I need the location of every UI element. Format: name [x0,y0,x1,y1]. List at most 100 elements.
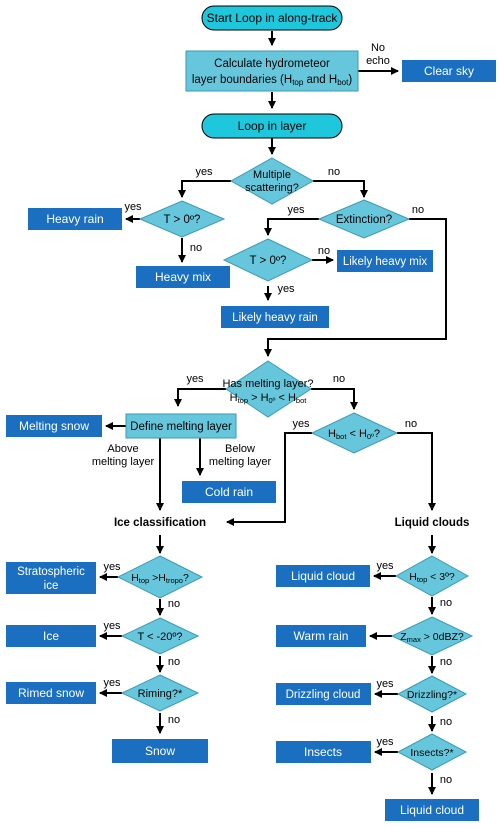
rimed-snow-text: Rimed snow [18,686,84,700]
cold-rain-node: Cold rain [182,481,276,503]
define-melting-text: Define melting layer [130,421,232,433]
t0left-no-label: no [190,242,202,254]
riming-no-label: no [168,714,180,726]
above-label-1: Above [107,443,138,455]
arrow-ms-yes [178,180,231,198]
ms-line2: scattering? [245,182,299,194]
no-echo-label-1: No [371,42,385,54]
hbot-yes-label: yes [292,418,310,430]
t-lt-minus20-decision: T < -20º? [120,617,200,655]
loop-in-layer-node: Loop in layer [201,113,343,139]
liquid-clouds-heading: Liquid clouds [395,517,470,529]
hbot-lt-h0-decision: Hbot < H0º? [310,412,399,454]
heavy-mix-node: Heavy mix [136,266,230,288]
zmax-no-label: no [440,656,452,668]
drizzling-text: Drizzling?* [407,689,457,701]
insects-no-label: no [440,774,452,786]
riming-decision: Riming?* [120,674,200,712]
drizzling-yes-label: yes [376,678,394,690]
likely-heavy-mix-text: Likely heavy mix [343,256,428,268]
multiple-scattering-decision: Multiple scattering? [229,157,315,205]
heavy-rain-node: Heavy rain [28,208,122,230]
calc-line2: layer boundaries (Htop and Hbot) [192,74,353,87]
has-melting-line1: Has melting layer? [222,378,313,390]
drizzling-cloud-node: Drizzling cloud [276,683,371,705]
drizzling-no-label: no [440,716,452,728]
tropo-no-label: no [168,598,180,610]
connectors [99,31,447,795]
arrow-ms-no [313,180,368,198]
ext-yes-label: yes [287,204,305,216]
insects-decision: Insects?* [396,733,468,771]
zmax-text: Zmax > 0dBZ? [400,631,464,644]
arrow-ext-yes [264,218,319,236]
hm-no-label: no [333,373,345,385]
t0mid-no-label: no [318,245,330,257]
hm-yes-label: yes [186,373,204,385]
insects-node: Insects [276,741,371,763]
rimed-snow-node: Rimed snow [6,682,96,704]
riming-text: Riming?* [138,688,183,700]
calculate-boundaries-node: Calculate hydrometeor layer boundaries (… [185,50,359,92]
clear-sky-node: Clear sky [402,60,496,82]
t0mid-text: T > 0º? [250,255,287,267]
below-label-2: melting layer [209,456,272,468]
arrow-hbot-yes [226,432,312,526]
edge-labels: No echo yes no yes no yes no no yes yes … [92,42,452,786]
ice-classification-heading: Ice classification [114,517,206,529]
strat-ice-line1: Stratospheric [17,566,85,578]
has-melting-line2: Htop > H0º < Hbot [230,392,308,405]
arrow-hm-yes [174,388,226,407]
likely-heavy-rain-text: Likely heavy rain [232,312,318,324]
calc-line1: Calculate hydrometeor [214,58,330,70]
zmax-gt-0dbz-decision: Zmax > 0dBZ? [390,616,474,656]
t-lt-20-text: T < -20º? [137,631,182,643]
ice-node: Ice [6,625,96,647]
arrow-ext-no [264,218,447,357]
melting-snow-node: Melting snow [6,415,102,437]
extinction-text: Extinction? [336,214,392,226]
riming-yes-label: yes [103,677,121,689]
cold-rain-text: Cold rain [205,485,253,499]
liquid-cloud-2-text: Liquid cloud [400,803,464,817]
liquid-cloud-node-2: Liquid cloud [385,799,479,821]
t20-yes-label: yes [103,620,121,632]
drizzling-decision: Drizzling?* [396,675,468,713]
insects-yes-label: yes [376,736,394,748]
t-gt-0-left-decision: T > 0º? [138,200,226,238]
loop-in-layer-text: Loop in layer [238,119,307,133]
ext-no-label: no [412,204,424,216]
strat-ice-line2: ice [44,580,59,592]
warm-rain-text: Warm rain [294,629,349,643]
ms-line1: Multiple [253,169,291,181]
above-label-2: melting layer [92,456,155,468]
drizzling-cloud-text: Drizzling cloud [286,689,361,701]
arrow-hm-no [311,388,358,410]
htop-gt-htropo-decision: Htop >Htropo? [116,555,204,599]
t-gt-0-mid-decision: T > 0º? [222,238,314,282]
htop3-no-label: no [440,597,452,609]
below-label-1: Below [225,443,255,455]
snow-node: Snow [112,739,208,763]
stratospheric-ice-node: Stratospheric ice [6,562,96,594]
melting-snow-text: Melting snow [19,419,89,433]
liquid-cloud-node-1: Liquid cloud [276,565,370,587]
arrow-hbot-no [397,432,436,511]
t0left-yes-label: yes [124,201,142,213]
ms-yes-label: yes [195,166,213,178]
heavy-mix-text: Heavy mix [155,270,211,284]
extinction-decision: Extinction? [317,199,411,239]
define-melting-layer-node: Define melting layer [125,413,237,439]
t0left-text: T > 0º? [164,214,201,226]
ice-text: Ice [43,629,59,643]
t0mid-yes-label: yes [277,283,295,295]
heavy-rain-text: Heavy rain [46,212,103,226]
clear-sky-text: Clear sky [424,64,474,78]
tropo-yes-label: yes [103,561,121,573]
liquid-cloud-1-text: Liquid cloud [291,569,355,583]
snow-text: Snow [145,744,175,758]
htop3-yes-label: yes [376,560,394,572]
start-loop-node: Start Loop in along-track [201,5,343,31]
insects-text: Insects [304,745,342,759]
warm-rain-node: Warm rain [276,625,366,647]
